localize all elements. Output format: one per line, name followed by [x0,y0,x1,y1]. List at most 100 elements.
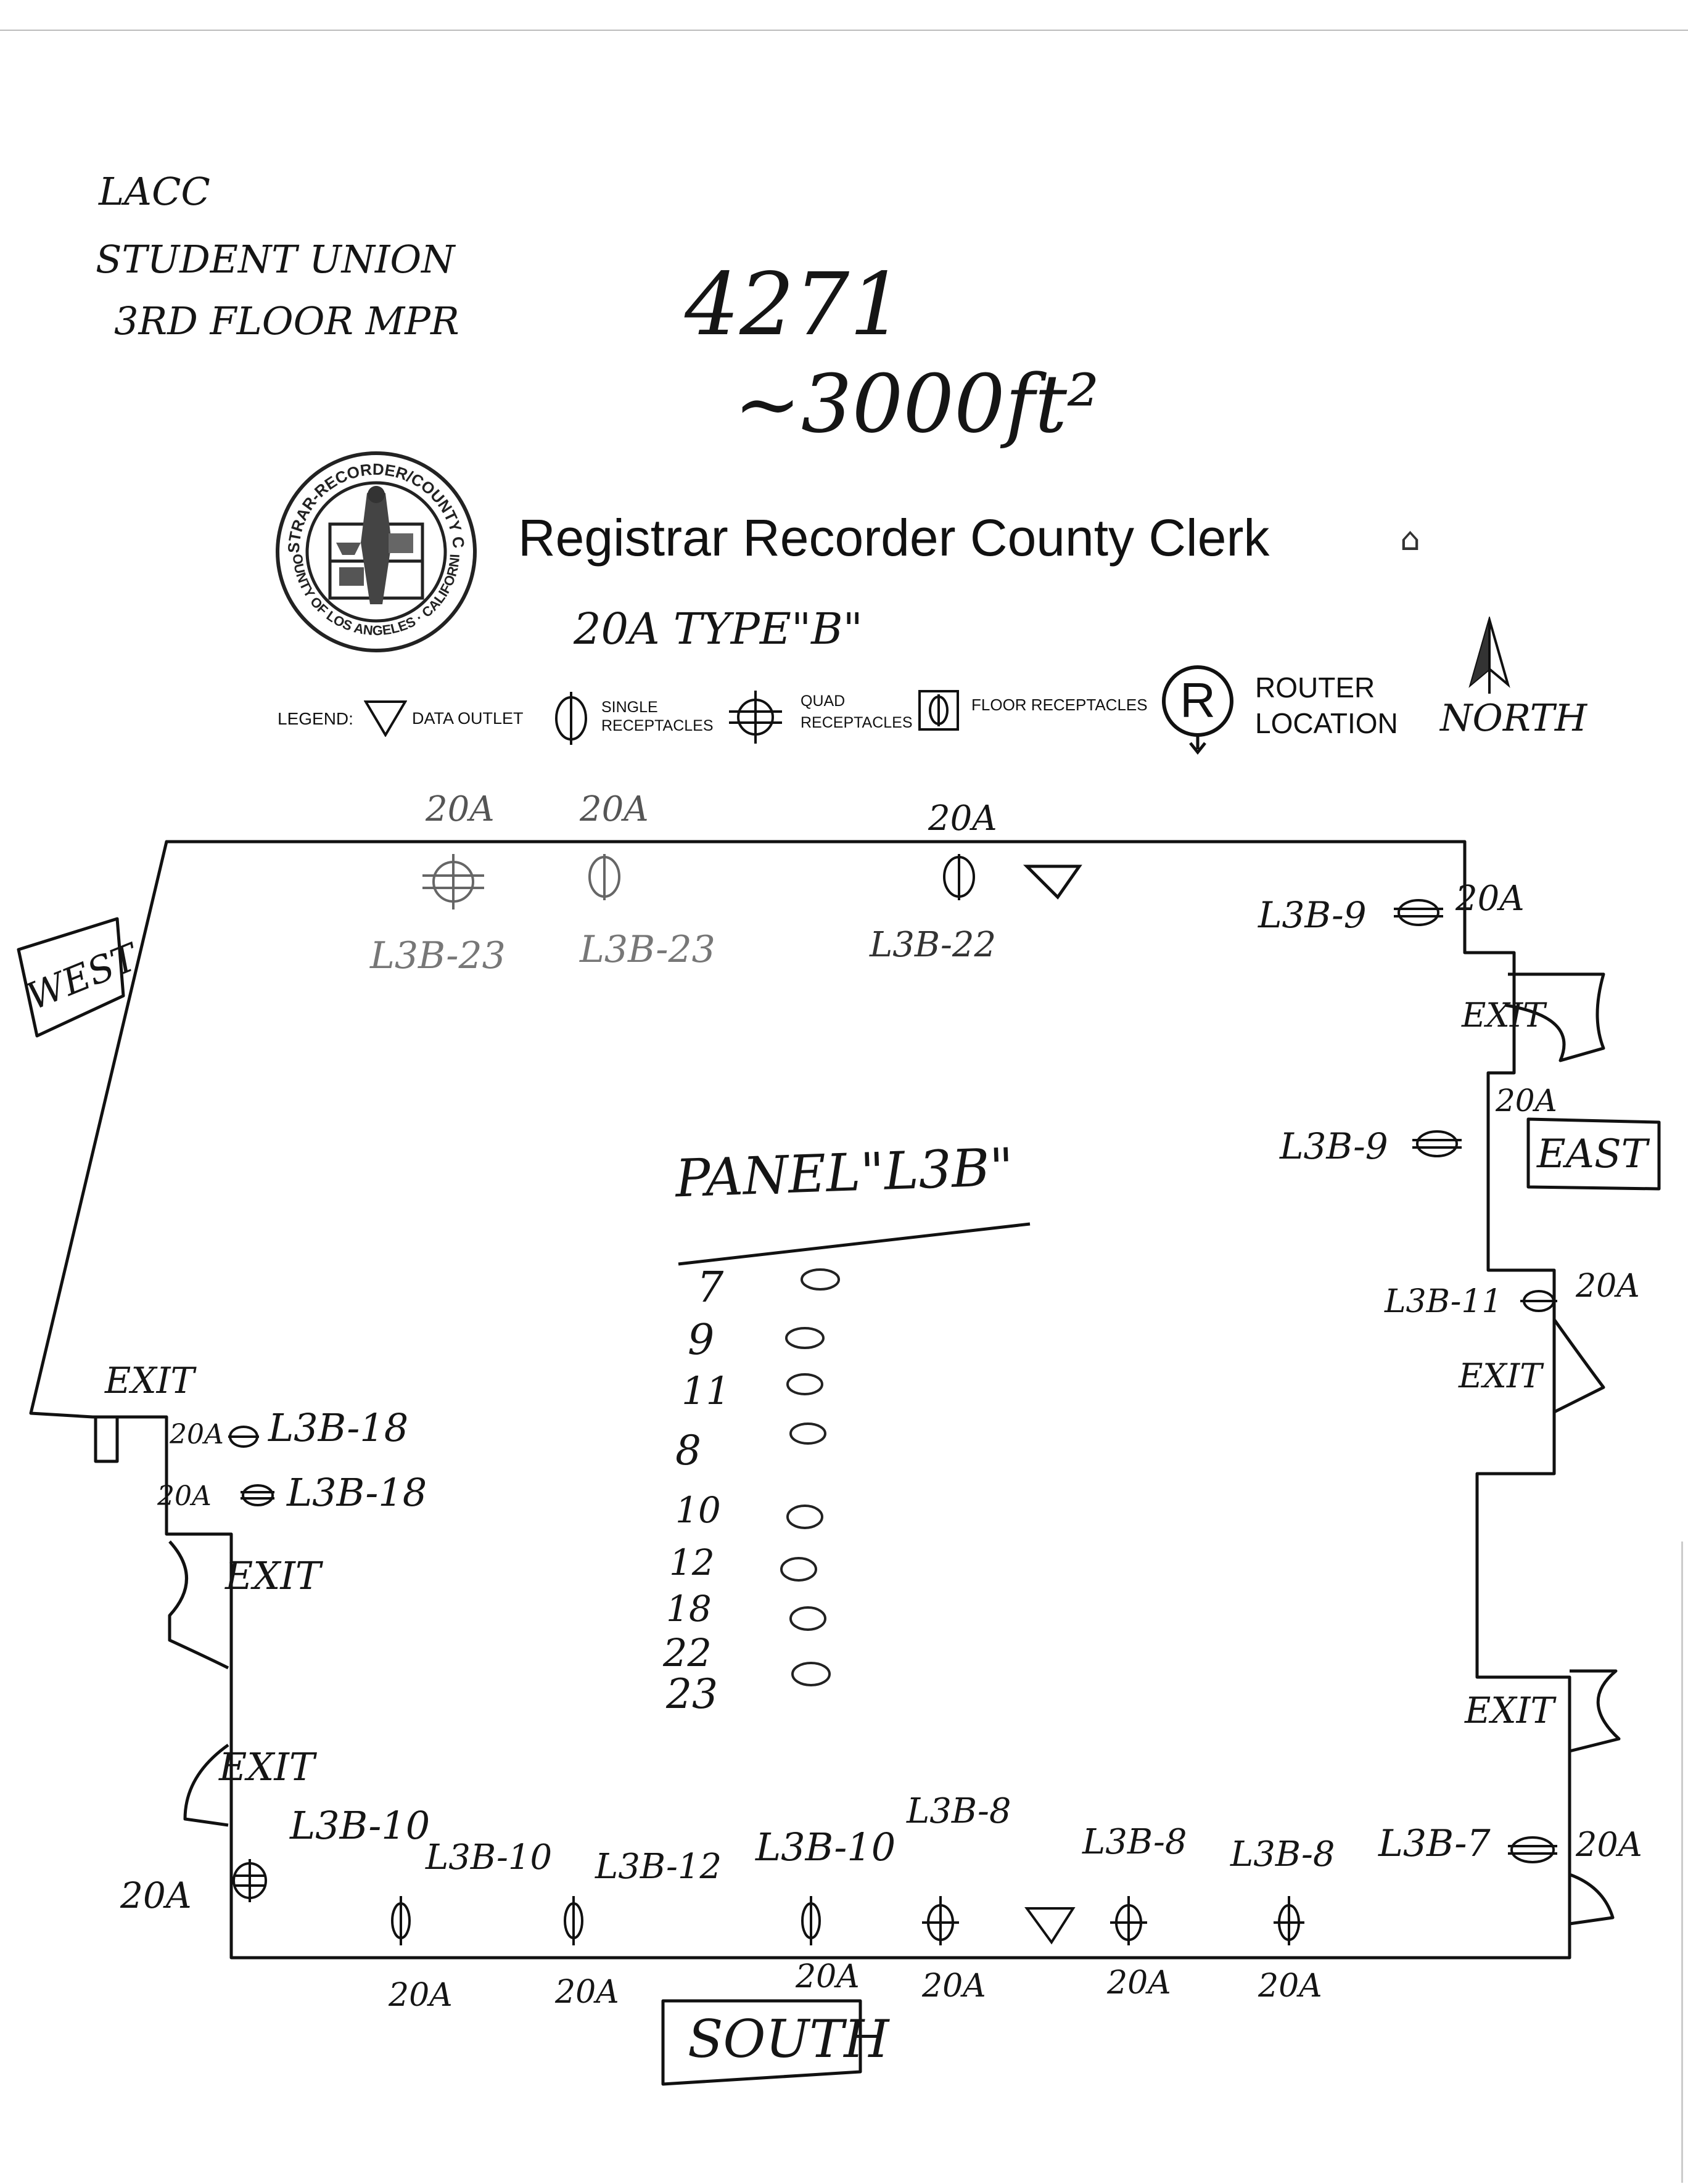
bottom-receptacle-6 [1274,1896,1304,1945]
north-label: NORTH [1440,697,1587,740]
page-title: Registrar Recorder County Clerk [518,509,1270,567]
bottom-amp-4: 20A [922,1968,986,2005]
site-note-line2: STUDENT UNION [96,237,455,282]
east-exit-1-door [1504,972,1605,1062]
top-circuit-2: L3B-23 [580,928,715,971]
site-number: 4271 [685,255,905,355]
data-outlet-legend-icon [364,700,407,737]
east-circuit-1: L3B-9 [1258,894,1367,936]
bottom-amp-3: 20A [796,1958,860,1995]
west-receptacle-1 [228,1426,259,1448]
quad-receptacle-top-1 [422,854,484,909]
east-receptacle-3 [1520,1290,1557,1312]
west-amp-2: 20A [157,1480,212,1512]
panel-circuit: 23 [666,1670,718,1718]
west-amp-1: 20A [170,1419,224,1450]
east-circuit-3: L3B-11 [1385,1283,1502,1320]
west-exit-2: EXIT [225,1553,321,1598]
legend-single-line1: SINGLE [601,699,658,716]
floor-receptacle-legend-icon [918,690,959,731]
west-exit-3: EXIT [219,1744,315,1789]
bottom-receptacle-2 [564,1896,583,1945]
east-amp-1: 20A [1455,879,1525,919]
panel-circuit: 9 [688,1316,715,1365]
bottom-amp-2: 20A [555,1974,619,2011]
bottom-amp-6: 20A [1258,1968,1322,2005]
west-receptacle-3 [233,1859,267,1902]
site-note-line3: 3RD FLOOR MPR [114,298,459,343]
top-circuit-3: L3B-22 [870,925,997,965]
panel-underline [678,1222,1031,1266]
east-exit-2: EXIT [1459,1357,1542,1395]
bottom-circuit-5: L3B-8 [1082,1822,1187,1862]
east-amp-2: 20A [1496,1083,1557,1119]
home-icon[interactable]: ⌂ [1400,521,1421,558]
top-amp-3: 20A [928,798,997,839]
east-circuit-4: L3B-7 [1378,1822,1491,1865]
router-letter: R [1180,673,1216,728]
circuit-type-note: 20A TYPE"B" [574,604,863,654]
data-outlet-top-icon [1023,864,1082,900]
west-amp-3: 20A [120,1874,192,1916]
east-label: EAST [1537,1131,1648,1177]
bottom-receptacle-4 [922,1896,959,1945]
bottom-receptacle-1 [391,1896,411,1945]
west-circuit-1: L3B-18 [268,1405,409,1450]
single-receptacle-top-3 [943,854,975,900]
west-receptacle-2 [241,1484,274,1506]
east-receptacle-4 [1508,1836,1557,1863]
legend-quad-line2: RECEPTACLES [801,714,913,731]
bottom-amp-5: 20A [1107,1964,1171,2001]
east-circuit-2: L3B-9 [1280,1125,1388,1167]
bottom-circuit-6: L3B-8 [1230,1834,1335,1874]
east-exit-2-door [1552,1318,1605,1414]
panel-symbols [780,1268,840,1686]
county-seal-logo: REGISTRAR-RECORDER/COUNTY CLERK COUNTY O… [274,450,477,652]
panel-circuit: 12 [669,1542,715,1583]
panel-circuit: 11 [681,1368,730,1413]
east-exit-3-door [1569,1669,1621,1753]
legend-data-outlet: DATA OUTLET [412,709,524,728]
bottom-amp-1: 20A [389,1977,453,2014]
west-sign-box [17,917,125,1038]
top-circuit-1: L3B-23 [370,934,506,977]
room-outline [29,840,1571,1960]
data-outlet-bottom-icon [1024,1907,1076,1945]
panel-circuit: 22 [663,1630,712,1675]
east-receptacle-1 [1394,899,1443,926]
page-right-edge [1681,1542,1683,2183]
west-exit-2-door [168,1540,229,1670]
legend-single-line2: RECEPTACLES [601,717,714,734]
bottom-circuit-2: L3B-12 [595,1847,722,1887]
quad-receptacle-legend-icon [729,691,782,744]
bottom-circuit-3: L3B-10 [755,1825,896,1870]
west-exit-1: EXIT [105,1360,195,1402]
east-sign-box [1526,1117,1661,1191]
panel-circuit: 10 [675,1489,721,1531]
top-amp-2: 20A [580,789,649,829]
legend-label: LEGEND: [278,709,353,728]
bottom-circuit-4: L3B-8 [907,1791,1011,1831]
bottom-circuit-1: L3B-10 [426,1837,553,1878]
router-location-legend-icon: R [1162,665,1233,755]
site-note-line1: LACC [99,169,210,214]
top-amp-1: 20A [426,789,495,829]
east-exit-1: EXIT [1462,996,1546,1035]
east-amp-3: 20A [1576,1268,1640,1305]
site-area: ~3000ft² [734,357,1100,451]
west-circuit-3: L3B-10 [290,1803,430,1848]
east-receptacle-2 [1412,1130,1462,1157]
bottom-receptacle-5 [1110,1896,1147,1945]
legend-quad-line1: QUAD [801,692,846,710]
east-exit-3: EXIT [1465,1689,1555,1731]
page-top-rule [0,30,1688,31]
legend-router-line1: ROUTER [1255,671,1375,704]
bottom-receptacle-3 [801,1896,821,1945]
panel-title: PANEL"L3B" [674,1136,1015,1209]
legend-router-line2: LOCATION [1255,707,1398,739]
west-exit-3-door [183,1743,229,1827]
west-circuit-2: L3B-18 [287,1470,427,1515]
north-arrow-icon [1468,617,1510,694]
single-receptacle-legend-icon [555,692,587,745]
